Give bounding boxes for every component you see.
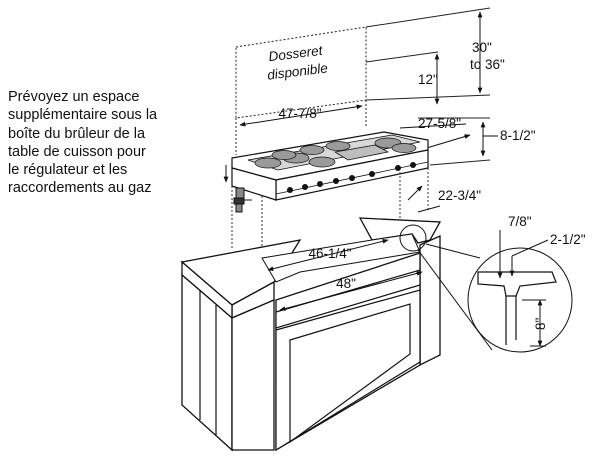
note-line: le régulateur et les (8, 162, 128, 179)
cooktop-height-label: 8-1/2" (500, 128, 536, 143)
countertop-overhang-label: 2-1/2" (550, 232, 586, 247)
cooktop-height-dimension (480, 121, 498, 157)
backsplash-width-label: 47-7/8" (278, 106, 321, 121)
backsplash-width-dimension (239, 104, 363, 127)
gas-regulator (233, 187, 252, 213)
height-range-bottom: to 36" (470, 57, 505, 72)
height-range-top: 30" (472, 40, 492, 55)
edge-detail (477, 271, 557, 345)
note-line: boîte du brûleur de la (8, 125, 146, 142)
note-line: raccordements au gaz (8, 180, 152, 197)
lip-width-label: 7/8" (508, 214, 532, 229)
cabinet-width-label: 48" (336, 276, 356, 291)
backsplash-label-line1: Dosseret (268, 43, 325, 65)
cutout-depth-label: 22-3/4" (438, 188, 481, 203)
clearance-below-label: 8" (533, 317, 548, 330)
detail-callout (399, 224, 573, 353)
gap-label: 12" (418, 72, 438, 87)
cooktop-depth-label: 27-5/8" (418, 116, 461, 131)
cooktop (231, 131, 429, 201)
note-line: Prévoyez un espace (8, 89, 140, 105)
backsplash-label-line2: disponible (266, 60, 328, 82)
cutout-depth-dimension (407, 185, 441, 213)
extension-lines (365, 7, 491, 166)
note-line: supplémentaire sous la (8, 107, 158, 124)
cutout-width-dimension (267, 238, 389, 272)
note-line: table de cuisson pour (8, 143, 146, 160)
cutout-width-label: 46-1/4" (308, 246, 351, 261)
cabinet-width-dimension (279, 271, 423, 311)
gas-clearance-note: Prévoyez un espace supplémentaire sous l… (8, 88, 213, 198)
